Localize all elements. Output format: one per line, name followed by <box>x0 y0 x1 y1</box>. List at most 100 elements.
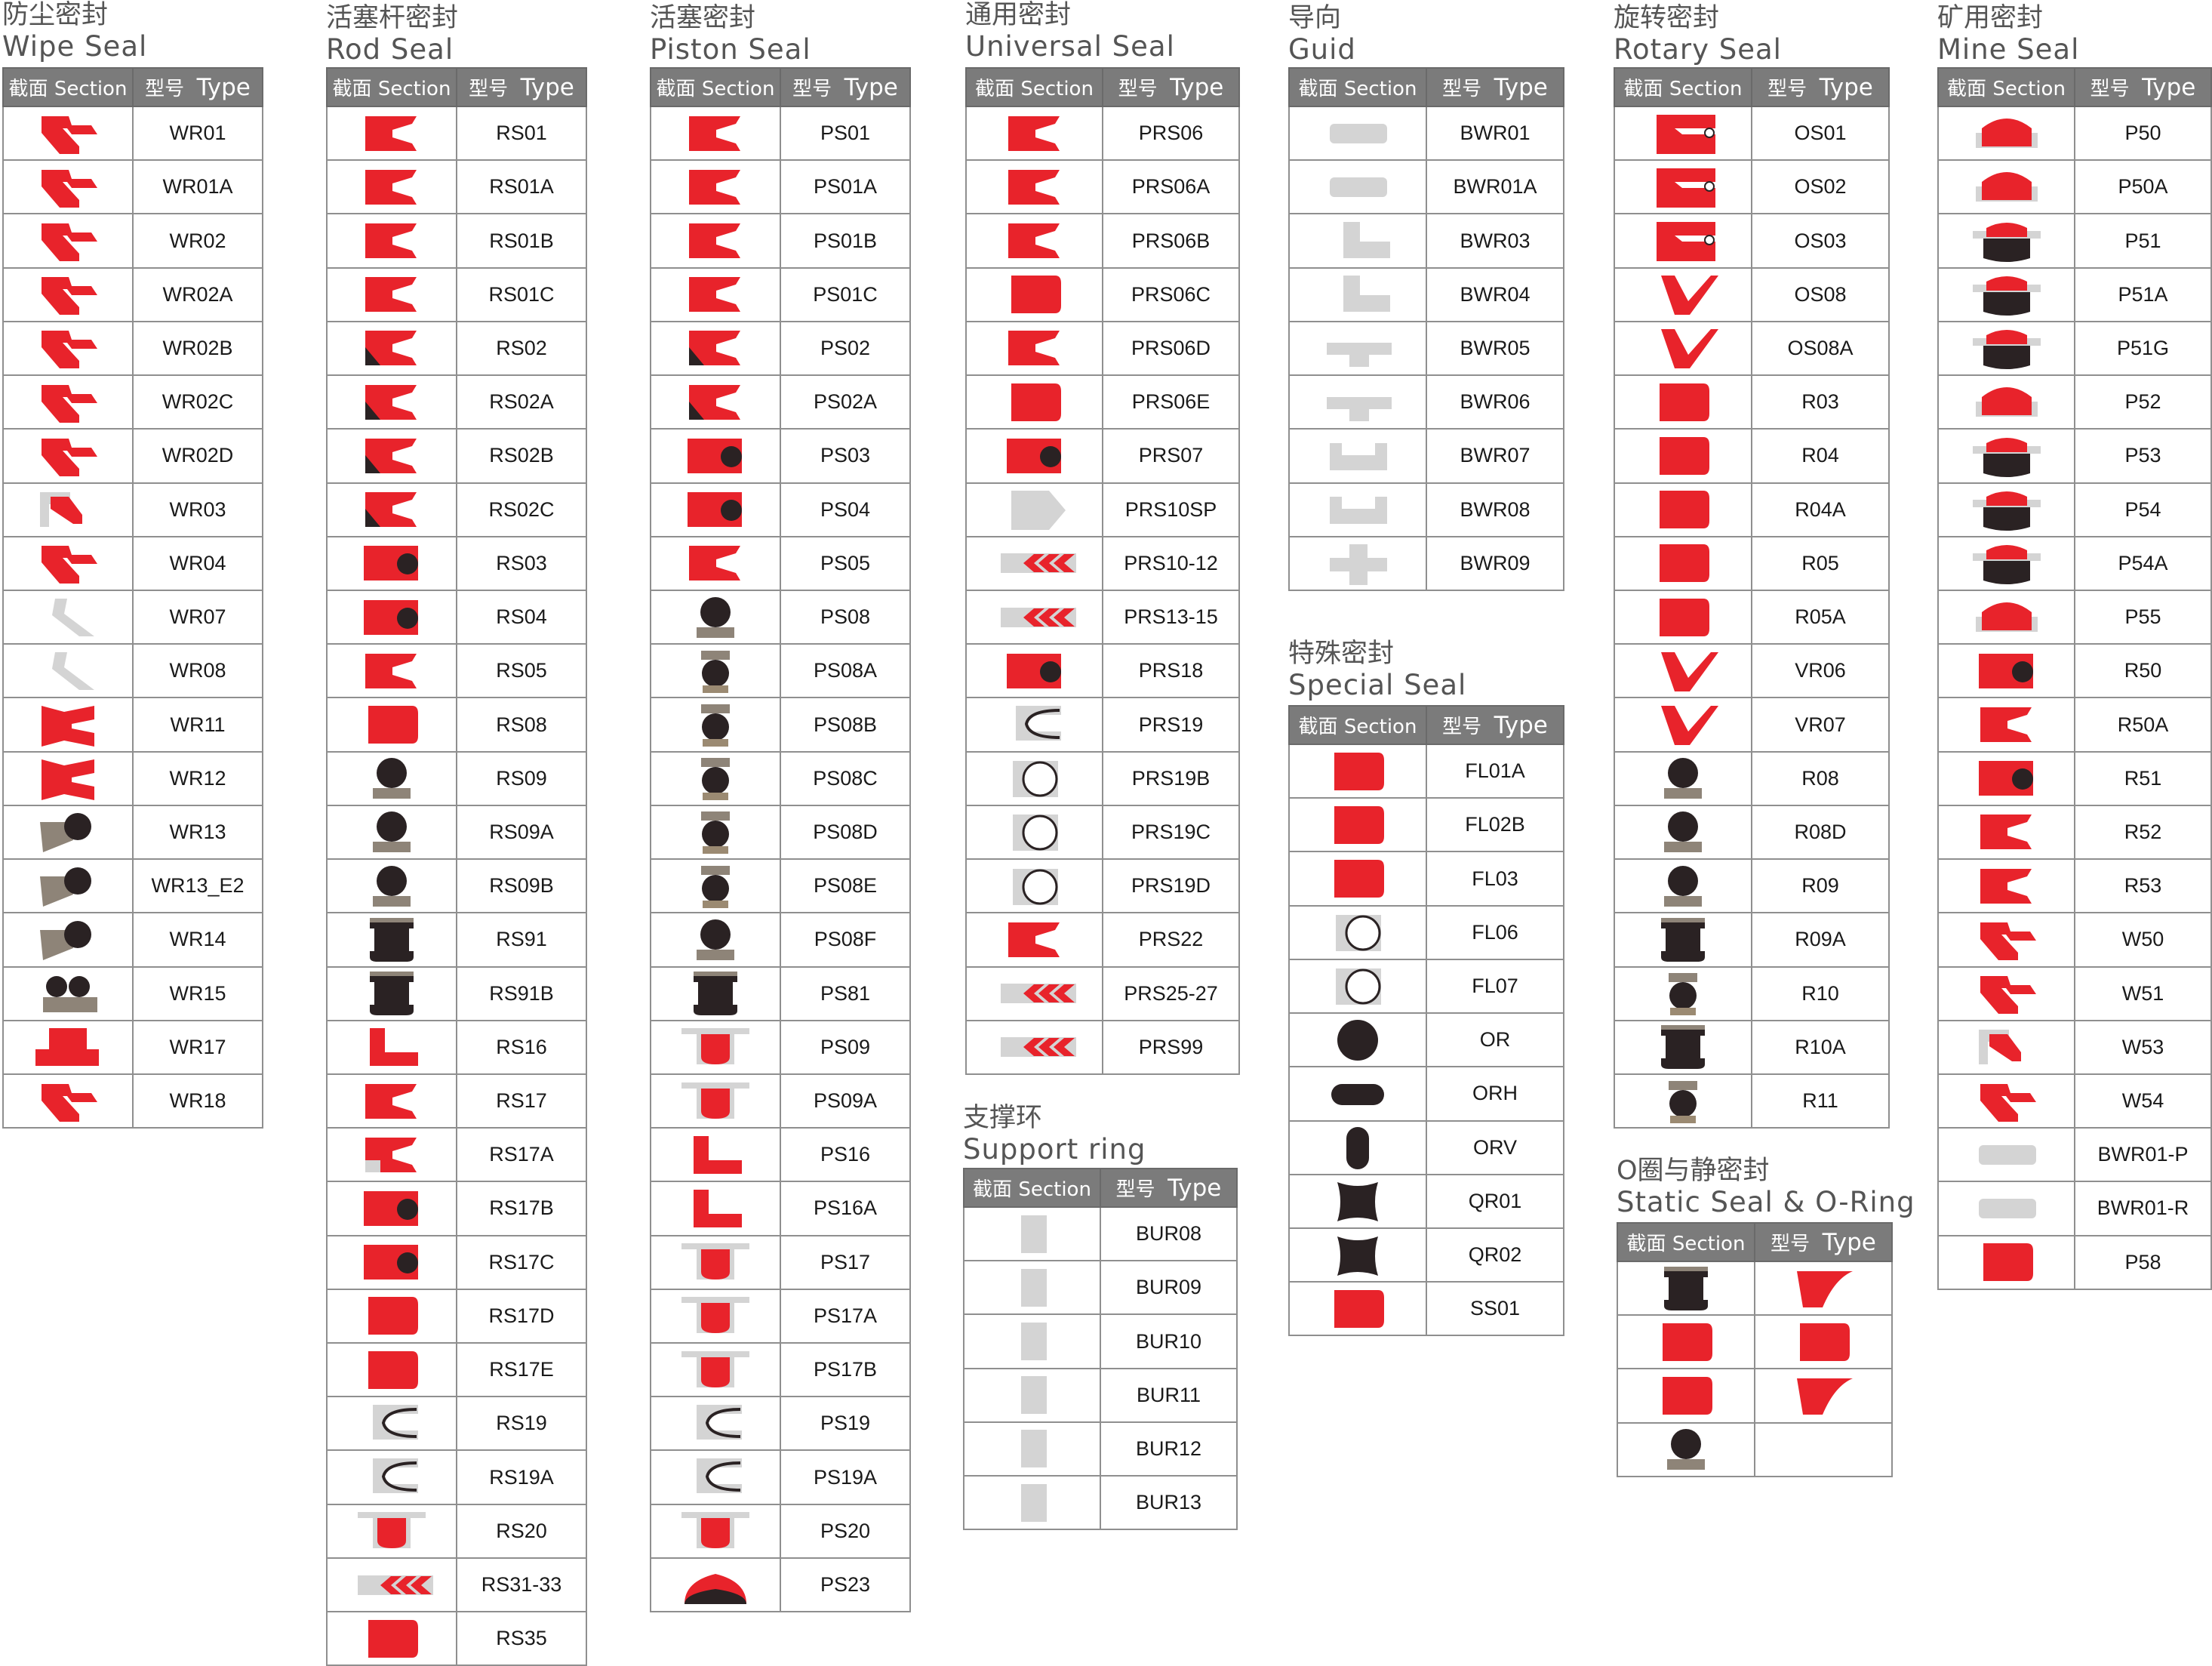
mine-dark-icon <box>1972 545 2041 585</box>
table-row: BWR01-P <box>1937 1127 2212 1183</box>
table-row: WR13_E2 <box>2 858 263 914</box>
group-title-zh: 通用密封 <box>965 0 1072 30</box>
compact-red-icon <box>1011 276 1061 314</box>
section-cell <box>965 804 1103 861</box>
wiper-brown-oring-icon <box>40 867 91 907</box>
section-cell <box>1614 804 1752 861</box>
section-cell <box>965 589 1103 645</box>
table-row: RS17E <box>326 1342 587 1398</box>
section-cell <box>1937 858 2075 914</box>
type-cell: PS17 <box>780 1234 911 1290</box>
u-cup-red-icon <box>1980 707 2032 743</box>
type-cell: WR02B <box>132 320 263 377</box>
type-cell: RS91 <box>456 912 587 968</box>
type-cell: RS16 <box>456 1019 587 1075</box>
guide-strip-icon <box>1978 1144 2036 1165</box>
backup-ring-icon <box>1020 1215 1047 1253</box>
section-cell <box>650 1181 781 1236</box>
group-title-zh: 导向 <box>1288 3 1342 33</box>
dark-block-icon <box>694 972 737 1016</box>
type-cell: P50 <box>2074 105 2212 162</box>
header-type: 型号 Type <box>132 67 263 107</box>
type-cell: PS03 <box>780 428 911 484</box>
type-cell: BWR08 <box>1426 482 1564 537</box>
header-section: 截面 Section <box>965 67 1103 107</box>
table-row: PS17A <box>650 1288 911 1344</box>
section-cell <box>1614 374 1752 430</box>
group-title-zh: 旋转密封 <box>1614 3 1720 33</box>
table-row: WR03 <box>2 482 263 537</box>
section-cell <box>326 1396 457 1452</box>
table-row: BWR04 <box>1288 266 1564 322</box>
type-cell: W50 <box>2074 912 2212 968</box>
section-cell <box>326 912 457 968</box>
type-cell: PS17B <box>780 1342 911 1398</box>
backup-ring-icon <box>1020 1323 1047 1361</box>
header-type: 型号 Type <box>2074 67 2212 107</box>
table-row: BUR10 <box>963 1313 1238 1369</box>
group-title-zh: 矿用密封 <box>1937 3 2044 33</box>
table-row: W50 <box>1937 912 2212 968</box>
type-cell: PS02A <box>780 374 911 430</box>
type-cell: R05A <box>1751 589 1890 645</box>
table-row: PRS19C <box>965 804 1240 861</box>
section-cell <box>963 1475 1101 1531</box>
type-cell: R53 <box>2074 858 2212 914</box>
section-cell <box>650 374 781 430</box>
section-cell <box>1937 1234 2075 1290</box>
table-row: WR08 <box>2 643 263 699</box>
table-row: BWR08 <box>1288 482 1564 537</box>
header-section-zh: 截面 <box>973 1178 1013 1201</box>
table-row <box>1617 1368 1893 1424</box>
header-section-en: Section <box>1672 1233 1746 1255</box>
compact-red-icon <box>1334 805 1384 844</box>
table-row: R50 <box>1937 643 2212 699</box>
type-cell: PRS22 <box>1102 912 1240 968</box>
section-cell <box>1614 428 1752 484</box>
guide-u-icon <box>1330 442 1387 470</box>
header-section-en: Section <box>377 78 451 100</box>
table-row: BUR08 <box>963 1206 1238 1262</box>
type-cell: PS08E <box>780 858 911 914</box>
header-type-en: Type <box>1170 74 1224 101</box>
v-pack-red-icon <box>1000 553 1076 574</box>
table-row: RS01B <box>326 213 587 269</box>
section-cell <box>1288 213 1427 269</box>
section-cell <box>2 965 134 1021</box>
header-section-en: Section <box>54 78 128 100</box>
wiper-grey-icon <box>52 598 94 636</box>
header-type-zh: 型号 <box>1767 78 1807 100</box>
u-cup-red-icon <box>365 223 417 259</box>
type-cell: PS08A <box>780 643 911 699</box>
type-cell: W54 <box>2074 1073 2212 1129</box>
grey-oring-icon <box>1012 761 1058 798</box>
table-row: R10 <box>1614 965 1890 1021</box>
spring-seal-grey-icon <box>1015 706 1061 741</box>
wiper-red-icon <box>42 115 97 154</box>
section-cell <box>1937 1073 2075 1129</box>
wiper-hat-icon <box>35 1028 99 1067</box>
table-row: WR02A <box>2 266 263 322</box>
guide-t-icon <box>1327 396 1392 421</box>
type-cell: W53 <box>2074 1019 2212 1075</box>
table-row: PRS10SP <box>965 482 1240 537</box>
mine-red-icon <box>1975 171 2038 202</box>
header-section-en: Section <box>701 78 775 100</box>
type-cell: P50A <box>2074 159 2212 215</box>
wiper-red-icon <box>1980 976 2036 1015</box>
type-cell: BWR05 <box>1426 320 1564 377</box>
type-cell: R10 <box>1751 965 1890 1021</box>
section-cell <box>326 804 457 861</box>
table-row: RS02 <box>326 320 587 377</box>
t-seal-icon <box>358 1512 426 1549</box>
section-cell <box>326 697 457 753</box>
u-cup-red-icon <box>365 653 417 688</box>
dark-block-icon <box>1661 1025 1705 1070</box>
section-cell <box>965 697 1103 753</box>
table-row: WR17 <box>2 1019 263 1075</box>
section-cell <box>965 535 1103 591</box>
section-cell <box>1937 320 2075 377</box>
